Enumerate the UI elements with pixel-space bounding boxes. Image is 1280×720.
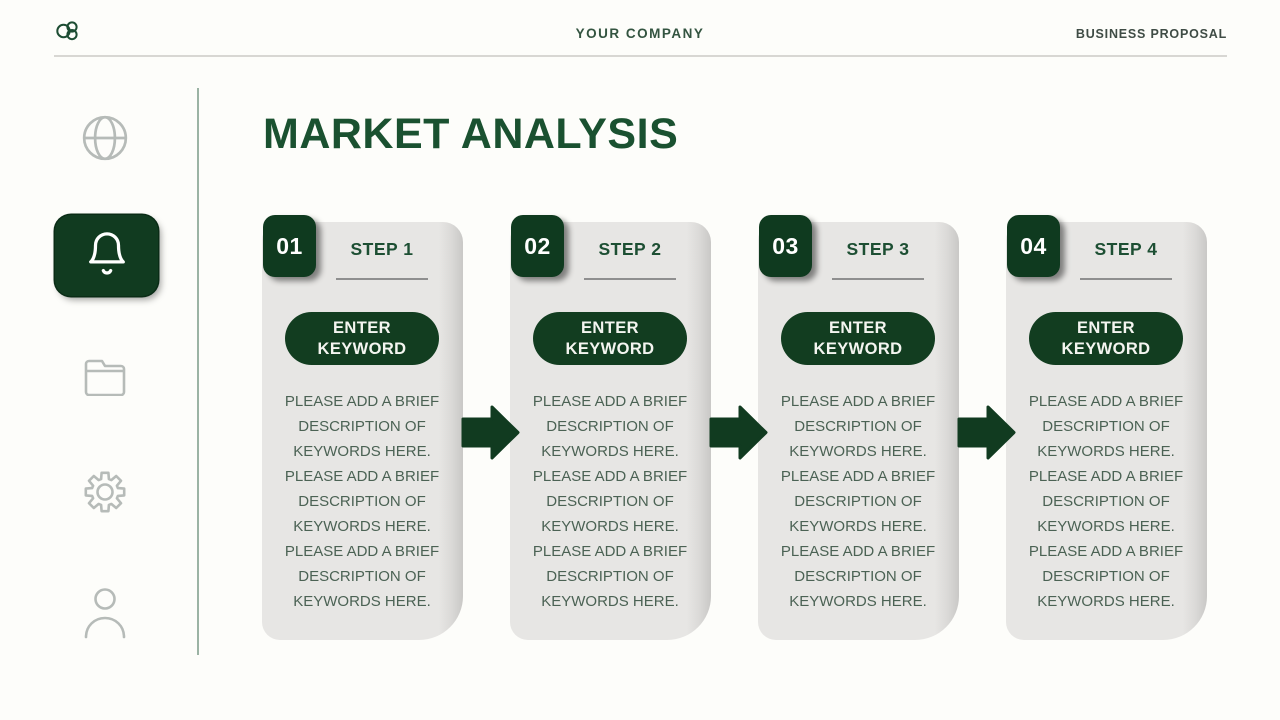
step-description: PLEASE ADD A BRIEF DESCRIPTION OF KEYWOR… [1028,393,1184,610]
step-description: PLEASE ADD A BRIEF DESCRIPTION OF KEYWOR… [532,393,688,610]
enter-keyword-button[interactable]: ENTER KEYWORD [285,312,439,365]
enter-keyword-button[interactable]: ENTER KEYWORD [781,312,935,365]
sidebar-item-notifications[interactable] [55,215,158,296]
step-title-underline [584,278,676,280]
step-title: STEP 2 [598,239,662,259]
enter-keyword-button[interactable]: ENTER KEYWORD [533,312,687,365]
arrow-right-icon [709,404,769,461]
top-bar: YOUR COMPANY BUSINESS PROPOSAL [0,0,1280,57]
step-number-badge: 01 [263,215,316,277]
gear-icon[interactable] [81,468,129,516]
arrow-right-icon [957,404,1017,461]
step-title-underline [1080,278,1172,280]
step-card-3: 03 STEP 3 ENTER KEYWORD PLEASE ADD A BRI… [758,215,959,640]
step-title: STEP 1 [350,239,414,259]
arrow-right-icon [461,404,521,461]
globe-icon[interactable] [80,113,130,163]
step-title-underline [336,278,428,280]
step-number-badge: 04 [1007,215,1060,277]
enter-keyword-button[interactable]: ENTER KEYWORD [1029,312,1183,365]
sidebar-divider [197,88,199,655]
company-name: YOUR COMPANY [575,26,705,41]
sidebar [0,57,199,720]
document-type-label: BUSINESS PROPOSAL [1075,27,1227,41]
bell-icon [84,230,130,281]
trefoil-rings-logo-icon [54,20,80,42]
page-title: MARKET ANALYSIS [263,110,679,158]
step-card-4: 04 STEP 4 ENTER KEYWORD PLEASE ADD A BRI… [1006,215,1207,640]
folder-icon[interactable] [80,352,130,396]
top-bar-divider [54,55,1227,57]
step-description: PLEASE ADD A BRIEF DESCRIPTION OF KEYWOR… [780,393,936,610]
user-icon[interactable] [79,585,131,641]
step-card-2: 02 STEP 2 ENTER KEYWORD PLEASE ADD A BRI… [510,215,711,640]
step-description: PLEASE ADD A BRIEF DESCRIPTION OF KEYWOR… [284,393,440,610]
step-card-1: 01 STEP 1 ENTER KEYWORD PLEASE ADD A BRI… [262,215,463,640]
step-title-underline [832,278,924,280]
step-number-badge: 02 [511,215,564,277]
step-title: STEP 4 [1094,239,1158,259]
step-number-badge: 03 [759,215,812,277]
step-title: STEP 3 [846,239,910,259]
